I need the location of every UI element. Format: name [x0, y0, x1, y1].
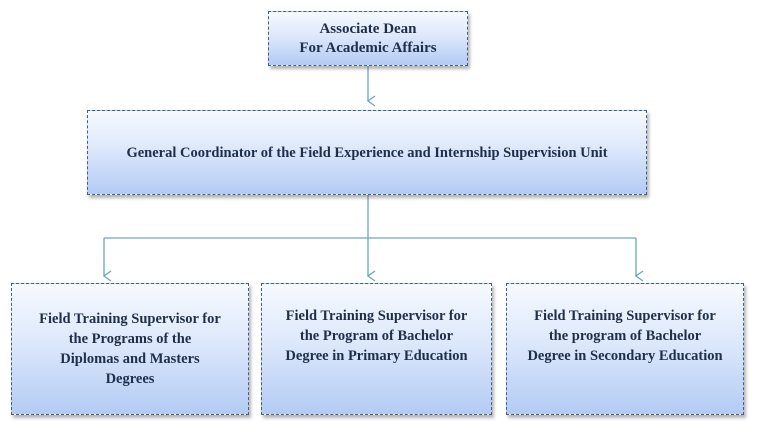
node-associate-dean-label: Associate Dean For Academic Affairs — [299, 20, 437, 56]
node-supervisor-secondary-education-label: Field Training Supervisor for the progra… — [527, 308, 723, 364]
node-supervisor-secondary-education: Field Training Supervisor for the progra… — [506, 283, 744, 415]
node-general-coordinator-label: General Coordinator of the Field Experie… — [126, 144, 608, 161]
node-supervisor-diplomas-masters: Field Training Supervisor for the Progra… — [11, 283, 249, 415]
node-supervisor-diplomas-masters-label: Field Training Supervisor for the Progra… — [39, 311, 221, 387]
node-general-coordinator: General Coordinator of the Field Experie… — [87, 110, 647, 195]
node-associate-dean: Associate Dean For Academic Affairs — [268, 11, 468, 66]
node-supervisor-primary-education: Field Training Supervisor for the Progra… — [261, 283, 492, 415]
node-supervisor-primary-education-label: Field Training Supervisor for the Progra… — [285, 308, 468, 364]
